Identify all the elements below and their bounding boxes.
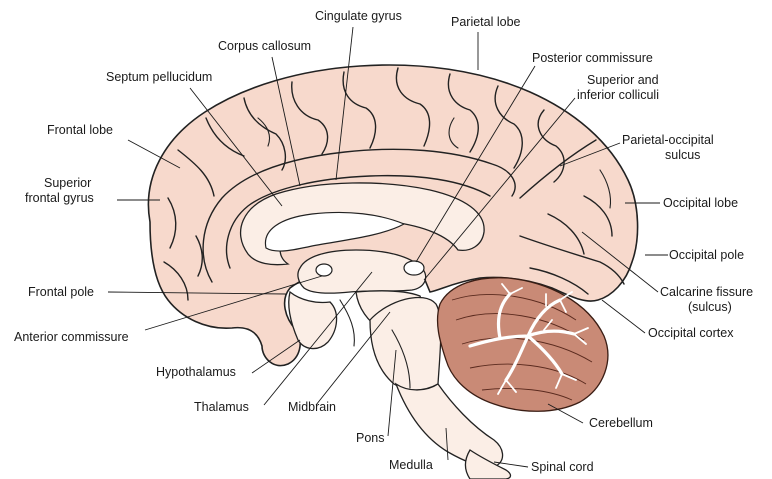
colliculi-shape	[404, 261, 424, 275]
label-occipital-pole: Occipital pole	[669, 248, 744, 262]
label-superior-frontal-gyrus-line1: Superior	[44, 176, 91, 190]
label-corpus-callosum: Corpus callosum	[218, 39, 311, 53]
label-septum-pellucidum: Septum pellucidum	[106, 70, 212, 84]
label-pons: Pons	[356, 431, 385, 445]
label-cingulate-gyrus: Cingulate gyrus	[315, 9, 402, 23]
label-parietal-occipital-line1: Parietal-occipital	[622, 133, 714, 147]
label-superior-frontal-gyrus-line2: frontal gyrus	[25, 191, 94, 205]
label-posterior-commissure: Posterior commissure	[532, 51, 653, 65]
label-cerebellum: Cerebellum	[589, 416, 653, 430]
anterior-commissure-shape	[316, 264, 332, 276]
label-parietal-occipital-line2: sulcus	[665, 148, 700, 162]
label-medulla: Medulla	[389, 458, 433, 472]
label-spinal-cord: Spinal cord	[531, 460, 594, 474]
label-hypothalamus: Hypothalamus	[156, 365, 236, 379]
label-frontal-pole: Frontal pole	[28, 285, 94, 299]
label-frontal-lobe: Frontal lobe	[47, 123, 113, 137]
label-thalamus: Thalamus	[194, 400, 249, 414]
label-midbrain: Midbrain	[288, 400, 336, 414]
label-anterior-commissure: Anterior commissure	[14, 330, 129, 344]
pons-shape	[370, 297, 441, 390]
label-occipital-lobe: Occipital lobe	[663, 196, 738, 210]
label-calcarine-line2: (sulcus)	[688, 300, 732, 314]
label-occipital-cortex: Occipital cortex	[648, 326, 734, 340]
label-parietal-lobe: Parietal lobe	[451, 15, 521, 29]
label-calcarine-line1: Calcarine fissure	[660, 285, 753, 299]
label-colliculi-line1: Superior and	[587, 73, 659, 87]
label-colliculi-line2: inferior colliculi	[577, 88, 659, 102]
